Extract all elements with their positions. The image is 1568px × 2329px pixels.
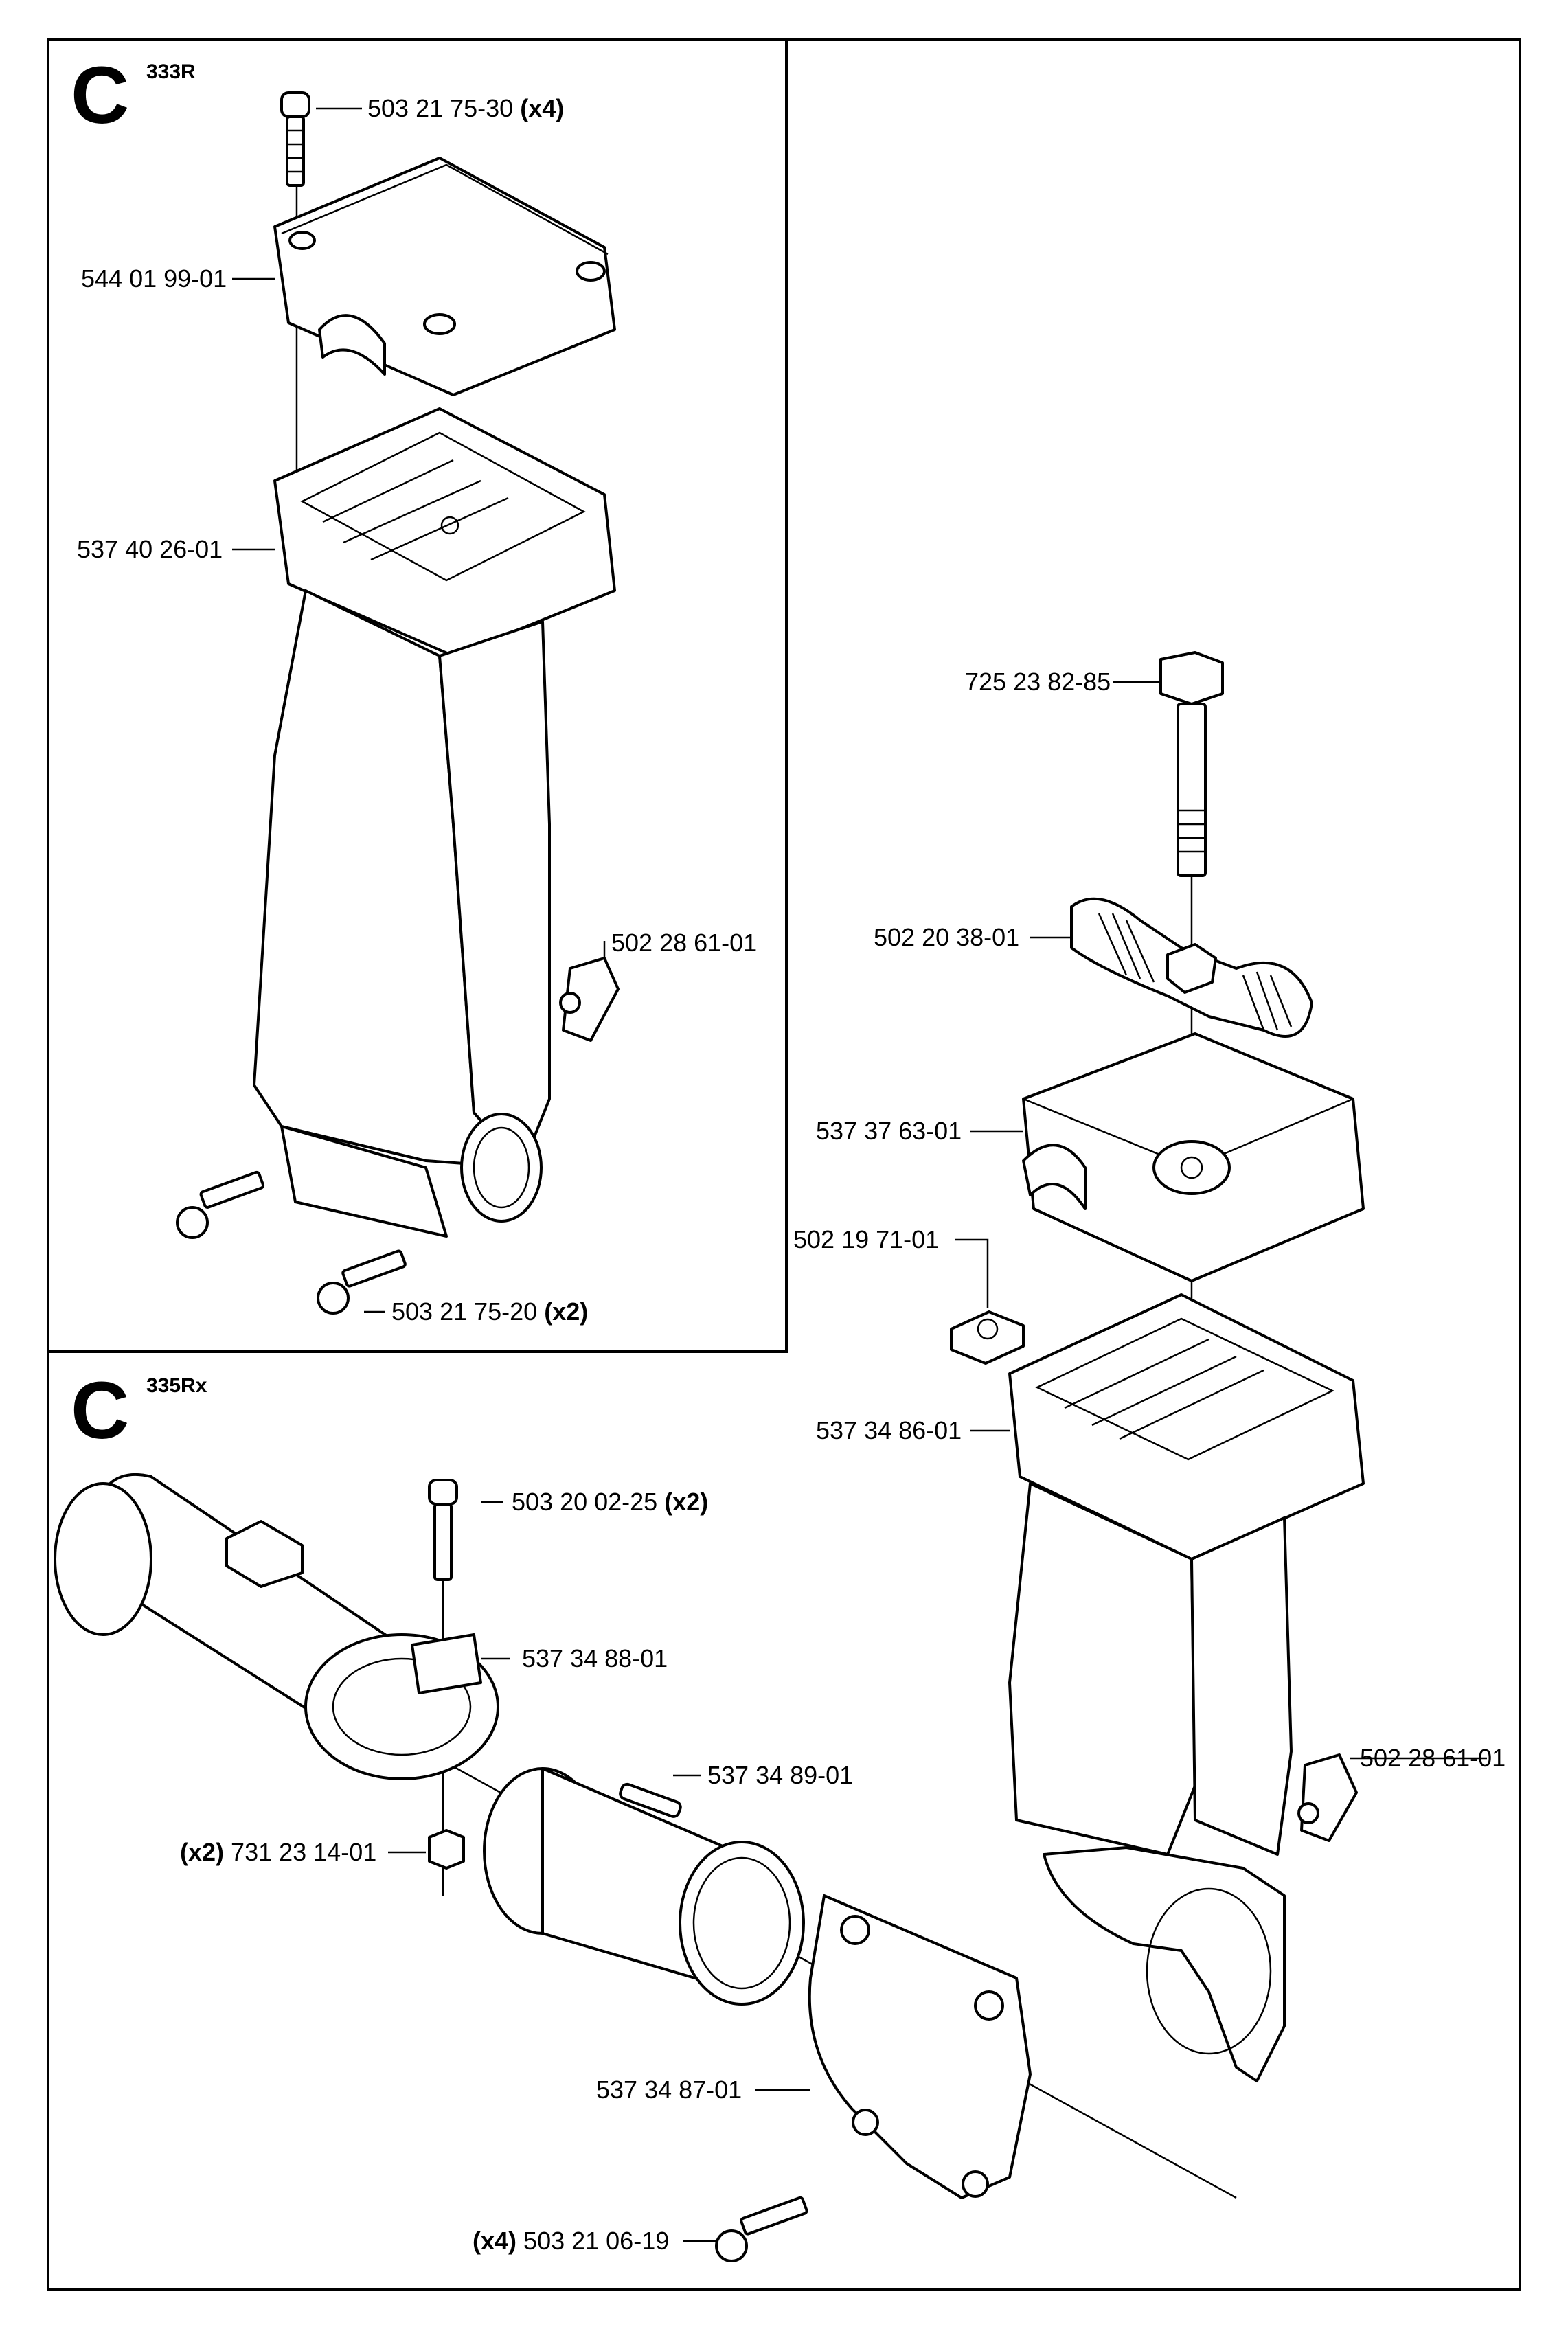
holder-537-34-86-01 — [1008, 1293, 1365, 2082]
part-label-725-23-82-85: 725 23 82-85 — [965, 668, 1111, 696]
part-label-503-21-75-20: 503 21 75-20 (x2) — [391, 1297, 589, 1326]
section-letter-335rx: C — [71, 1365, 130, 1456]
model-label-335rx: 335Rx — [146, 1374, 207, 1397]
section-divider — [47, 1350, 788, 1353]
part-label-537-34-88-01: 537 34 88-01 — [522, 1644, 668, 1672]
part-label-502-19-71-01: 502 19 71-01 — [793, 1225, 940, 1253]
model-label-333r: 333R — [146, 60, 196, 83]
part-label-537-37-63-01: 537 37 63-01 — [816, 1117, 962, 1145]
leader-lines — [232, 107, 1487, 2242]
screw-503-21-06-19 — [715, 2196, 808, 2262]
part-label-502-20-38-01: 502 20 38-01 — [874, 923, 1020, 951]
clamp-ring-537-34-88-01 — [304, 1633, 499, 1780]
part-label-503-21-75-30: 503 21 75-30 (x4) — [367, 94, 565, 122]
part-label-537-34-86-01: 537 34 86-01 — [816, 1416, 962, 1444]
clip-502-28-61-01-b — [1297, 1753, 1358, 1842]
clamp-537-34-87-01 — [808, 1894, 1032, 2199]
part-label-731-23-14-01: (x2) 731 23 14-01 — [180, 1838, 377, 1866]
part-label-502-28-61-01-b: 502 28 61-01 — [1360, 1744, 1506, 1772]
cover-537-37-63-01 — [1022, 1032, 1365, 1282]
wing-knob-502-20-38-01 — [1070, 897, 1313, 1038]
nut-502-19-71-01 — [950, 1310, 1025, 1365]
part-label-537-34-87-01: 537 34 87-01 — [596, 2076, 742, 2104]
nut-731-23-14-01 — [428, 1829, 465, 1870]
clip-502-28-61-01-a — [559, 957, 620, 1042]
part-label-537-40-26-01: 537 40 26-01 — [77, 535, 223, 563]
part-label-544-01-99-01: 544 01 99-01 — [81, 264, 227, 293]
part-label-537-34-89-01: 537 34 89-01 — [707, 1761, 854, 1789]
sleeve-537-34-89-01 — [483, 1767, 805, 2006]
part-label-503-20-02-25: 503 20 02-25 (x2) — [512, 1488, 709, 1516]
section-letter-333r: C — [71, 50, 130, 141]
handle-holder-537-40-26-01 — [253, 407, 616, 1238]
part-label-502-28-61-01-a: 502 28 61-01 — [611, 929, 758, 957]
part-label-503-21-06-19: (x4) 503 21 06-19 — [473, 2227, 670, 2255]
screws-503-21-75-20 — [176, 1170, 407, 1315]
clamp-top-544-01-99-01 — [273, 157, 616, 396]
